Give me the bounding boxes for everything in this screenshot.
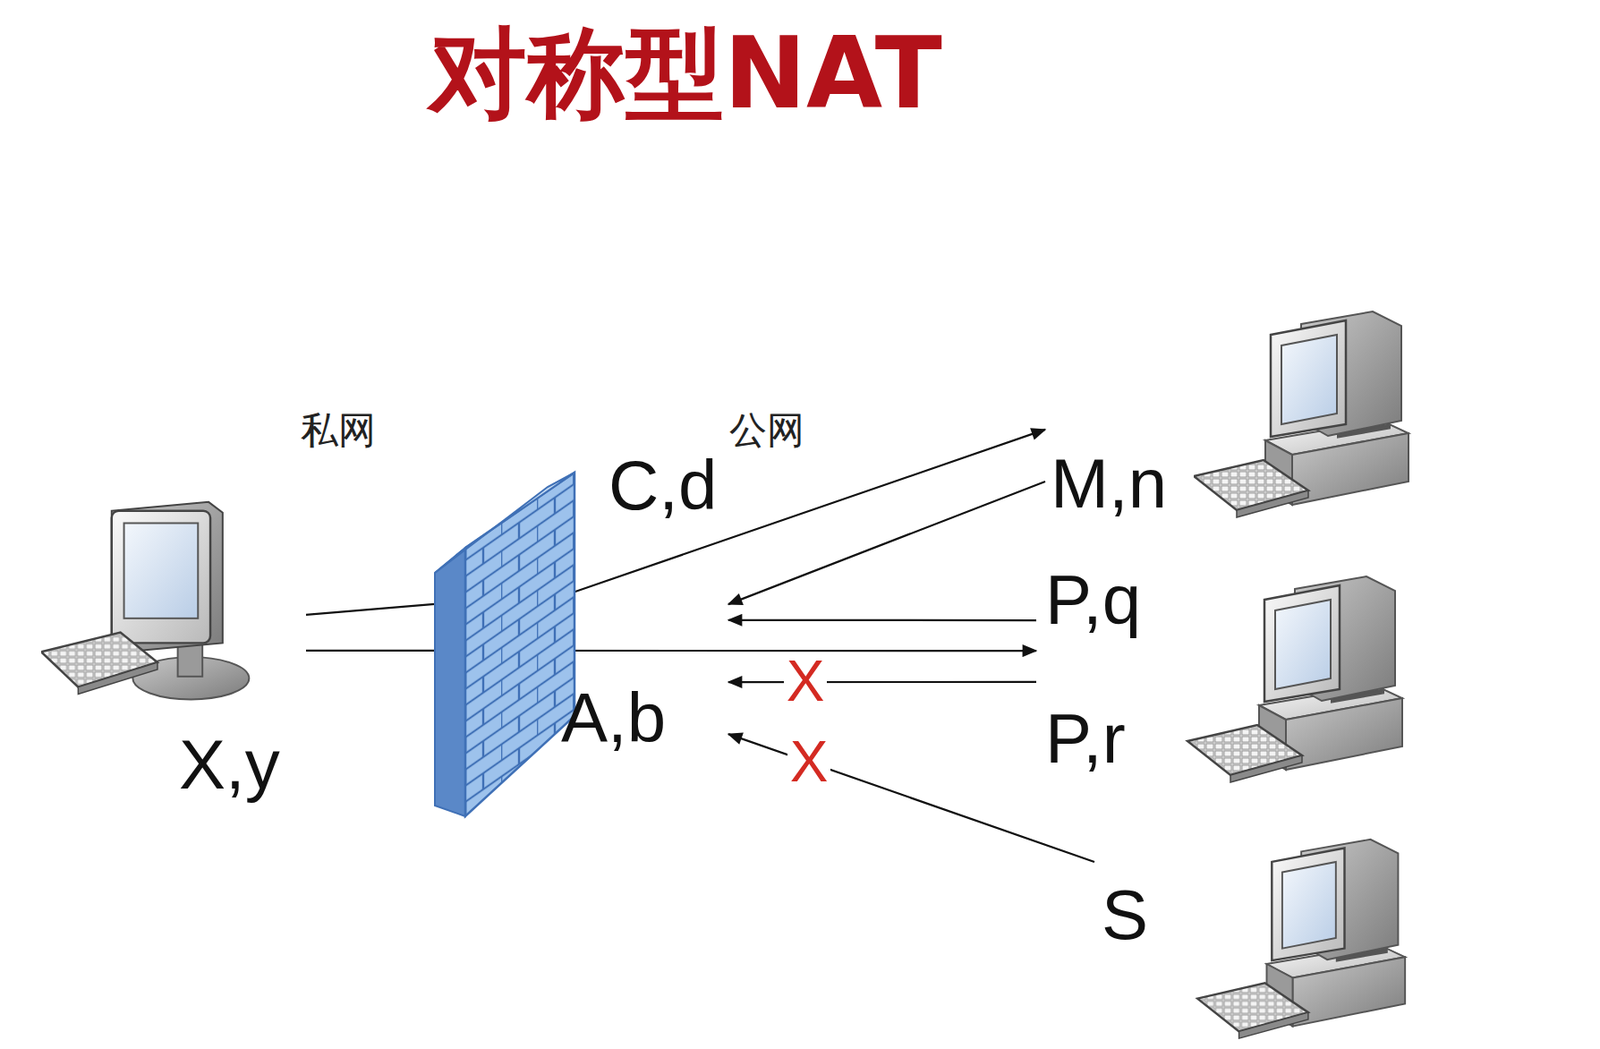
address-label: S (1101, 876, 1149, 954)
computer-icon (1193, 311, 1409, 518)
flow-arrow (728, 619, 1037, 622)
blocked-mark: X (783, 655, 828, 708)
network-label: 私网 (300, 408, 376, 453)
nat-firewall: C,dA,b (429, 447, 727, 817)
wall-side (434, 547, 466, 817)
blocked-mark: X (787, 736, 832, 789)
address-label: P,q (1045, 561, 1141, 639)
public-host: S (1096, 836, 1423, 1041)
address-label: P,r (1045, 700, 1126, 778)
private-host: X,y (35, 496, 305, 810)
flow-arrow (728, 481, 1046, 605)
computer-icon (1197, 839, 1405, 1039)
flow-arrow (306, 649, 1037, 652)
address-label: A,b (561, 680, 666, 758)
public-host: M,n (1046, 306, 1423, 528)
flow-arrow (728, 680, 1037, 683)
wall-front (465, 472, 575, 817)
address-label: C,d (608, 447, 717, 525)
address-label: M,n (1050, 445, 1167, 523)
diagram-title: 对称型NAT (428, 19, 943, 128)
firewall-wall (434, 472, 575, 817)
flow-arrow (728, 733, 1095, 862)
flow-arrow (306, 429, 1046, 615)
network-label: 公网 (729, 408, 805, 453)
computer-icon (1187, 576, 1403, 783)
address-label: X,y (178, 726, 281, 804)
wall-top (434, 472, 575, 573)
public-host: P,qP,r (1038, 554, 1419, 788)
computer-icon (41, 502, 249, 700)
